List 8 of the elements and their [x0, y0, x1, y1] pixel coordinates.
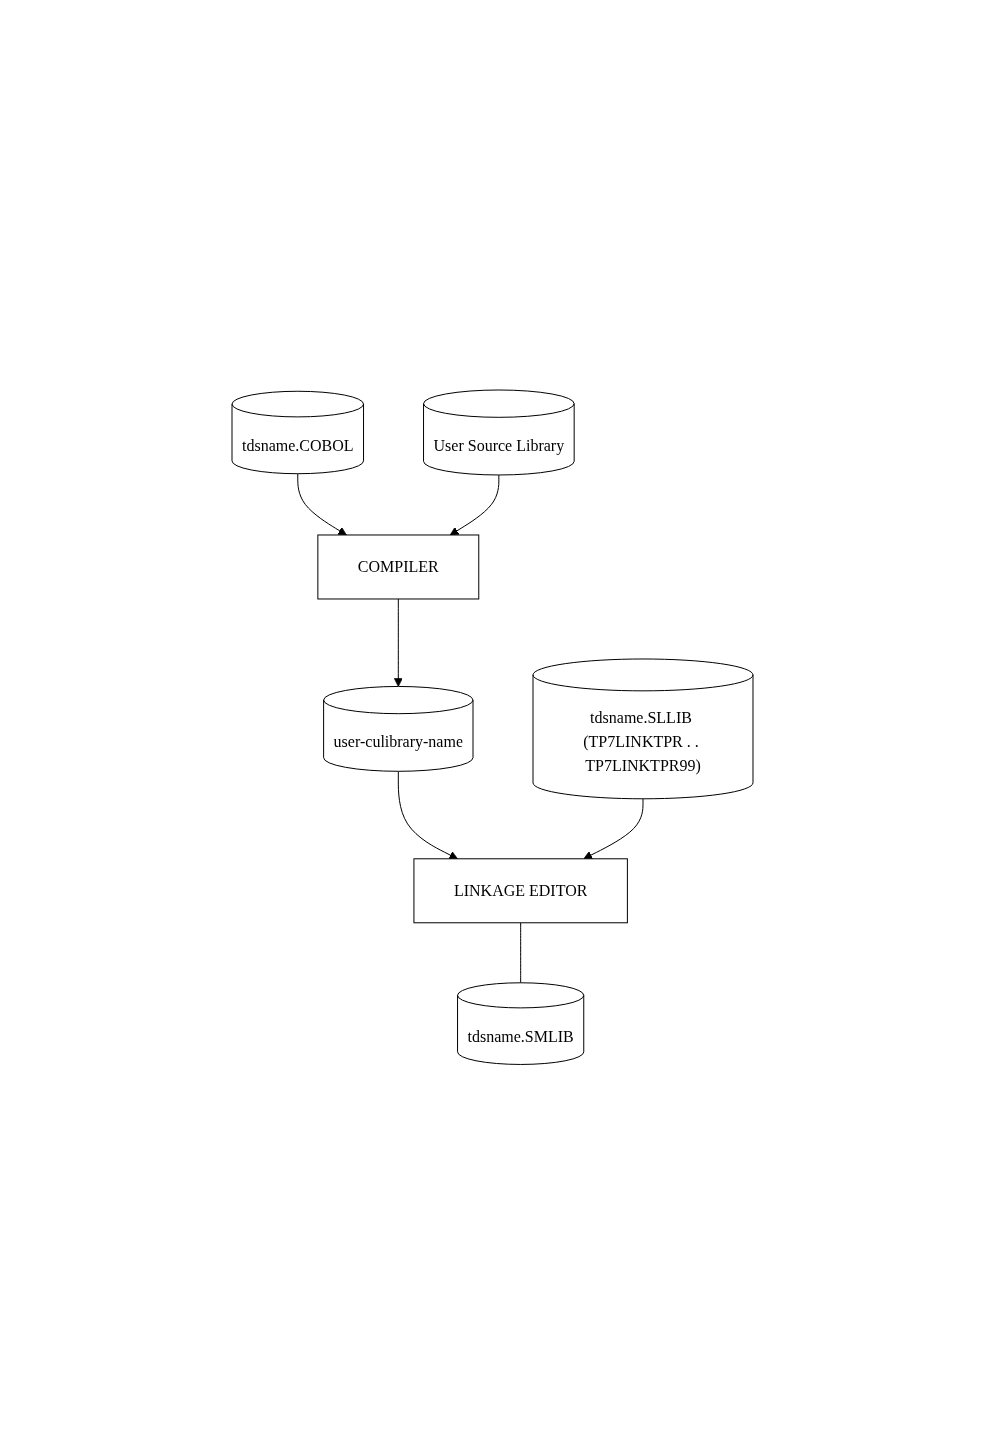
arrow [449, 474, 499, 536]
arrow [393, 598, 403, 687]
arrow [296, 473, 347, 536]
node-box: COMPILER [316, 534, 479, 600]
arrow [397, 770, 458, 859]
connector [519, 922, 521, 984]
arrow [582, 798, 643, 859]
node-box: LINKAGE EDITOR [412, 858, 628, 924]
